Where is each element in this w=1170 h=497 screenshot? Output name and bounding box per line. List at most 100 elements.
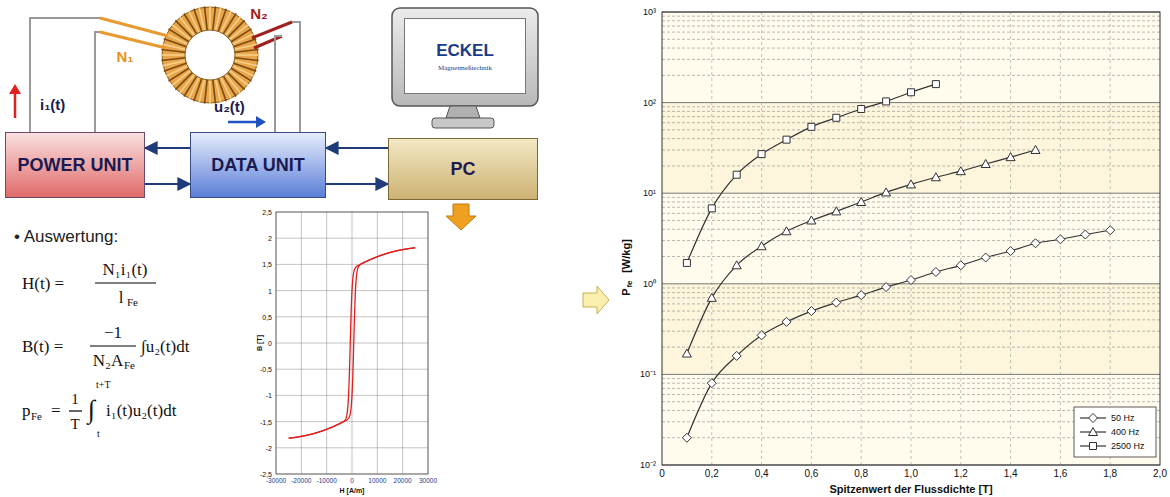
monitor-stand [446, 106, 480, 118]
tick-label: 1,2 [954, 469, 968, 479]
data-marker [682, 349, 691, 357]
data-marker [907, 180, 916, 188]
vertical-grid-line [861, 12, 862, 465]
data-marker [757, 242, 766, 250]
minor-grid-line [662, 220, 1160, 221]
minor-grid-line [662, 165, 1160, 166]
minor-grid-line [662, 292, 1160, 293]
flow-arrow-down [446, 204, 476, 230]
tick-label: 20000 [394, 478, 412, 485]
data-marker [931, 173, 940, 181]
formula-term: i₁(t)u₂(t)dt [106, 402, 176, 419]
data-marker [932, 81, 939, 88]
coil-winding [199, 7, 204, 30]
legend-text: 50 Hz [1111, 414, 1135, 423]
primary-lead [100, 32, 166, 48]
monitor-screen: ECKELMagnetmeßtechnik [404, 18, 526, 94]
minor-grid-line [662, 297, 1160, 298]
tick-label: 10² [643, 98, 656, 107]
data-marker [956, 261, 965, 270]
data-marker [708, 205, 715, 212]
tick-label: 1,8 [1103, 469, 1117, 479]
tick-label: -2,5 [260, 471, 272, 478]
monitor-base [432, 118, 494, 128]
formula-term: = [51, 402, 61, 419]
coil-winding [162, 61, 185, 66]
formula-term: B(t) = [22, 338, 63, 355]
tick-label: -30000 [266, 478, 286, 485]
data-marker [1006, 247, 1015, 256]
coil-winding [205, 6, 208, 30]
hysteresis-loop [289, 248, 416, 438]
data-marker [1031, 239, 1040, 248]
coil-winding [161, 54, 185, 56]
minor-grid-line [662, 347, 1160, 348]
axis-title: H [A/m] [340, 487, 365, 494]
connector-arrow [326, 147, 388, 149]
tick-label: 1,4 [1004, 469, 1018, 479]
coil-winding [161, 58, 185, 61]
fraction-bar [90, 345, 136, 346]
vertical-grid-line [1110, 12, 1111, 465]
vertical-grid-line [911, 12, 912, 465]
tick-label: 1,0 [904, 469, 918, 479]
minor-grid-line [662, 106, 1160, 107]
series-line [687, 84, 936, 263]
data-marker [783, 136, 790, 143]
connector-arrow [326, 183, 388, 185]
data-marker [733, 171, 740, 178]
axis-title: [W/kg] [621, 239, 632, 273]
monitor-frame [392, 8, 538, 106]
legend-sample [1080, 414, 1106, 423]
formula-subscript: Fe [127, 297, 138, 308]
secondary-lead [252, 22, 292, 38]
data-marker [682, 433, 691, 442]
pc-box: PC [388, 138, 538, 200]
fraction-bar [95, 282, 156, 283]
grid-line [301, 212, 302, 474]
formula-subscript: Fe [31, 411, 42, 422]
hysteresis-chart [276, 212, 428, 474]
legend-text: 400 Hz [1111, 428, 1140, 437]
tick-label: 0 [350, 478, 354, 485]
data-marker [908, 89, 915, 96]
minor-grid-line [662, 311, 1160, 312]
tick-label: 1 [268, 287, 272, 294]
plot-frame [662, 12, 1160, 465]
minor-grid-line [662, 16, 1160, 17]
signal-name: i₁(t) [40, 97, 65, 112]
data-marker [857, 197, 866, 205]
minor-grid-line [662, 201, 1160, 202]
formula-term: N₂A [93, 352, 123, 369]
toroid-core [161, 6, 259, 104]
formula-term: −1 [104, 324, 122, 341]
primary-wire [30, 18, 100, 132]
data-marker [833, 114, 840, 121]
tick-label: 2,0 [1153, 469, 1167, 479]
data-marker [1006, 153, 1015, 161]
grid-line [326, 212, 327, 474]
data-unit-box: DATA UNIT [190, 132, 326, 198]
tick-label: 30000 [419, 478, 437, 485]
integral-sign: ∫ [88, 397, 95, 423]
data-series [683, 81, 939, 267]
flow-arrow-right [583, 286, 609, 314]
vertical-grid-line [960, 12, 961, 465]
data-marker [1089, 428, 1098, 436]
series-line [687, 150, 1036, 354]
data-marker [832, 298, 841, 307]
minor-grid-line [662, 111, 1160, 112]
voltage-arrow-head [256, 116, 266, 128]
tick-label: -2 [266, 444, 272, 451]
data-marker [981, 160, 990, 168]
formula-term: 1 [71, 392, 79, 407]
tick-label: -1 [266, 392, 272, 399]
legend-sample [1080, 443, 1106, 450]
minor-grid-line [662, 394, 1160, 395]
coil-winding [161, 50, 185, 53]
minor-grid-line [662, 59, 1160, 60]
data-marker [782, 317, 791, 326]
formula-term: N₁i₁(t) [103, 261, 148, 278]
winding-name: N₂ [250, 6, 268, 21]
legend-text: 2500 Hz [1111, 442, 1145, 451]
